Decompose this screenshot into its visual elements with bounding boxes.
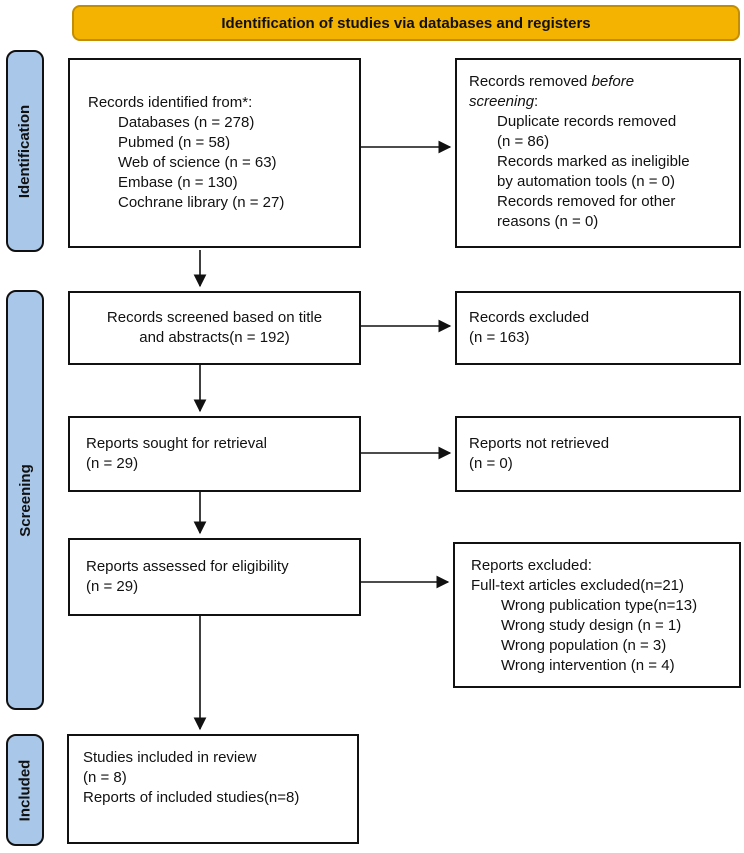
stage-label-screening: Screening bbox=[6, 290, 44, 710]
box-reports-assessed: Reports assessed for eligibility (n = 29… bbox=[68, 538, 361, 616]
stage-label-text: Included bbox=[16, 759, 34, 821]
box-line: (n = 0) bbox=[469, 455, 513, 472]
box-line: Wrong population (n = 3) bbox=[501, 637, 667, 654]
box-records-excluded: Records excluded (n = 163) bbox=[455, 291, 741, 365]
stage-label-included: Included bbox=[6, 734, 44, 846]
box-line: Records removed for other bbox=[497, 193, 676, 210]
box-line: by automation tools (n = 0) bbox=[497, 173, 676, 190]
box-records-identified: Records identified from*: Databases (n =… bbox=[68, 58, 361, 248]
box-line: Web of science (n = 63) bbox=[118, 154, 277, 171]
box-line: Records screened based on title bbox=[106, 309, 323, 326]
box-line: Records excluded bbox=[469, 309, 590, 326]
box-line: Reports sought for retrieval bbox=[86, 435, 267, 452]
box-line: Reports not retrieved bbox=[469, 435, 610, 452]
box-studies-included: Studies included in review (n = 8) Repor… bbox=[67, 734, 359, 844]
box-line: (n = 163) bbox=[469, 329, 530, 346]
box-line: Pubmed (n = 58) bbox=[118, 134, 231, 151]
box-line: screening: bbox=[469, 93, 539, 110]
box-line: Cochrane library (n = 27) bbox=[118, 194, 285, 211]
box-line: Full-text articles excluded(n=21) bbox=[471, 577, 685, 594]
box-reports-excluded: Reports excluded: Full-text articles exc… bbox=[453, 542, 741, 688]
box-line: (n = 8) bbox=[83, 769, 127, 786]
box-records-screened: Records screened based on title and abst… bbox=[68, 291, 361, 365]
box-reports-not-retrieved: Reports not retrieved (n = 0) bbox=[455, 416, 741, 492]
box-line: reasons (n = 0) bbox=[497, 213, 599, 230]
stage-label-text: Identification bbox=[16, 104, 34, 198]
box-line: Embase (n = 130) bbox=[118, 174, 238, 191]
box-line: Wrong study design (n = 1) bbox=[501, 617, 682, 634]
box-line: Duplicate records removed bbox=[497, 113, 677, 130]
box-line: (n = 29) bbox=[86, 455, 139, 472]
box-line: Records identified from*: bbox=[88, 94, 253, 111]
box-line: Reports of included studies(n=8) bbox=[83, 789, 300, 806]
diagram-title: Identification of studies via databases … bbox=[221, 14, 591, 32]
diagram-title-banner: Identification of studies via databases … bbox=[72, 5, 740, 41]
box-line: Reports assessed for eligibility bbox=[86, 558, 289, 575]
box-line: Databases (n = 278) bbox=[118, 114, 255, 131]
stage-label-text: Screening bbox=[16, 463, 34, 537]
box-line: Wrong intervention (n = 4) bbox=[501, 657, 675, 674]
box-line: Records marked as ineligible bbox=[497, 153, 690, 170]
box-line: (n = 29) bbox=[86, 578, 139, 595]
box-line: (n = 86) bbox=[497, 133, 550, 150]
box-records-removed: Records removed before screening: Duplic… bbox=[455, 58, 741, 248]
box-line: Wrong publication type(n=13) bbox=[501, 597, 698, 614]
box-line: Studies included in review bbox=[83, 749, 257, 766]
stage-label-identification: Identification bbox=[6, 50, 44, 252]
box-line: Reports excluded: bbox=[471, 557, 592, 574]
box-reports-sought: Reports sought for retrieval (n = 29) bbox=[68, 416, 361, 492]
box-line: and abstracts(n = 192) bbox=[139, 329, 290, 346]
box-line: Records removed before bbox=[469, 73, 635, 90]
